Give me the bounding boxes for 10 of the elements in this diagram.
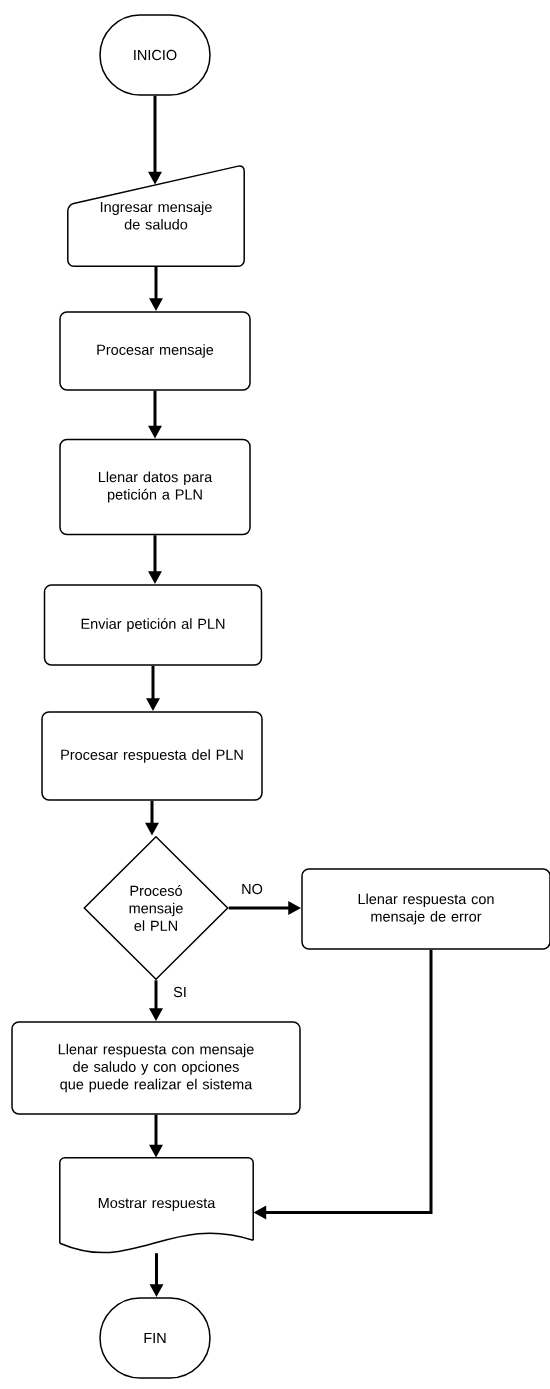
process-box: Llenar datos para petición a PLN [59,438,251,536]
process-box: Enviar petición al PLN [43,584,263,666]
process-box: Llenar respuesta con mensaje de saludo y con opciones que puede realizar el sistema [11,1021,301,1115]
process-box: Procesar mensaje [59,311,251,391]
input-box: Ingresar mensaje de saludo [67,165,245,267]
document-box: Mostrar respuesta [59,1157,254,1254]
process-box: Procesar respuesta del PLN [41,711,263,801]
edge-label: NO [240,882,264,896]
process-box: Llenar respuesta con mensaje de error [301,868,550,950]
edge-label: SI [172,985,188,999]
